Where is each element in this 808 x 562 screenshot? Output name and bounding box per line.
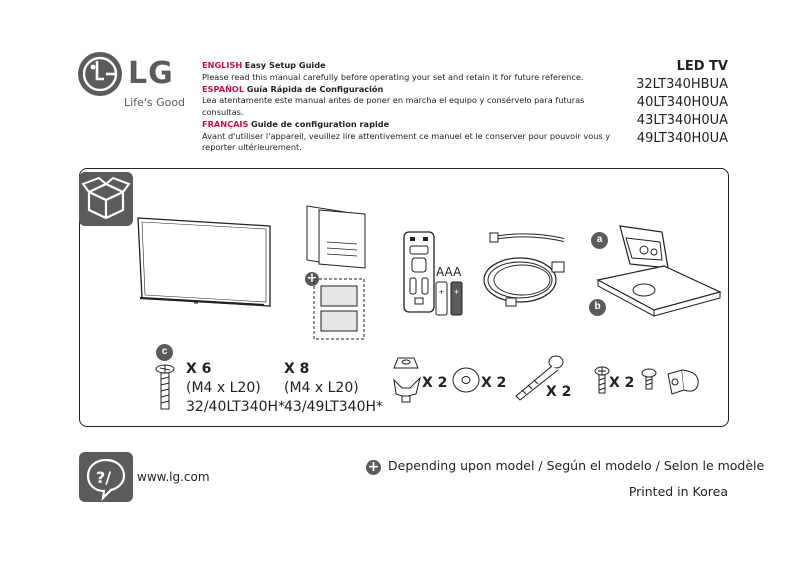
battery-label: AAA: [436, 265, 462, 279]
wing-nut-icon: [393, 357, 421, 403]
model-note: Depending upon model / Según el modelo /…: [388, 458, 765, 473]
screw-icon: [155, 364, 175, 410]
logo-tagline: Life's Good: [124, 96, 186, 109]
cable-holder-icon: [667, 369, 699, 395]
remote-control-icon: [403, 231, 435, 313]
long-bolt-icon: [515, 355, 564, 401]
washer-qty: X 2: [481, 375, 507, 391]
model-item: 49LT340H0UA: [636, 131, 728, 146]
cable-tie-icon: [489, 232, 565, 243]
screw-spec-32-40: (M4 x L20): [186, 380, 261, 396]
svg-text:+: +: [454, 288, 460, 296]
svg-text:?/: ?/: [96, 468, 111, 487]
website-link[interactable]: www.lg.com: [137, 470, 210, 484]
screws-badge: c: [156, 344, 173, 361]
lg-face-icon: [78, 52, 122, 96]
washer-icon: [452, 367, 480, 393]
short-screw-icon: [641, 368, 657, 390]
help-question-icon: ?/: [79, 452, 133, 502]
lg-logo: LG Life's Good: [78, 52, 188, 114]
screw-models-43-49: 43/49LT340H*: [284, 399, 384, 415]
model-item: 43LT340H0UA: [636, 113, 728, 128]
power-cord-icon: [483, 257, 565, 307]
model-list: LED TV 32LT340HBUA 40LT340H0UA 43LT340H0…: [636, 58, 728, 148]
long-bolt-qty: X 2: [546, 384, 572, 400]
svg-text:+: +: [439, 288, 445, 296]
wing-nut-qty: X 2: [422, 375, 448, 391]
manual-booklet-icon: [306, 205, 366, 269]
optional-plus-icon: +: [305, 271, 319, 286]
small-screw-icon: [594, 366, 610, 394]
tv-illustration: [137, 217, 271, 307]
model-item: 32LT340HBUA: [636, 77, 728, 92]
screw-qty-32-40: X 6: [186, 361, 212, 377]
stand-base-icon: [596, 265, 722, 317]
printed-in: Printed in Korea: [628, 484, 728, 499]
screw-models-32-40: 32/40LT340H*: [186, 399, 286, 415]
small-screw-qty: X 2: [609, 375, 635, 391]
screw-spec-43-49: (M4 x L20): [284, 380, 359, 396]
product-type: LED TV: [676, 59, 728, 74]
stand-neck-badge: a: [591, 232, 608, 249]
logo-wordmark: LG: [128, 56, 174, 91]
plus-icon: +: [366, 459, 381, 475]
stand-sheet-icon: [313, 278, 365, 340]
stand-base-badge: b: [589, 299, 606, 316]
model-item: 40LT340H0UA: [636, 95, 728, 110]
package-icon: [79, 172, 133, 226]
components-box: [79, 168, 729, 427]
screw-qty-43-49: X 8: [284, 361, 310, 377]
battery-icon: + +: [435, 281, 463, 316]
